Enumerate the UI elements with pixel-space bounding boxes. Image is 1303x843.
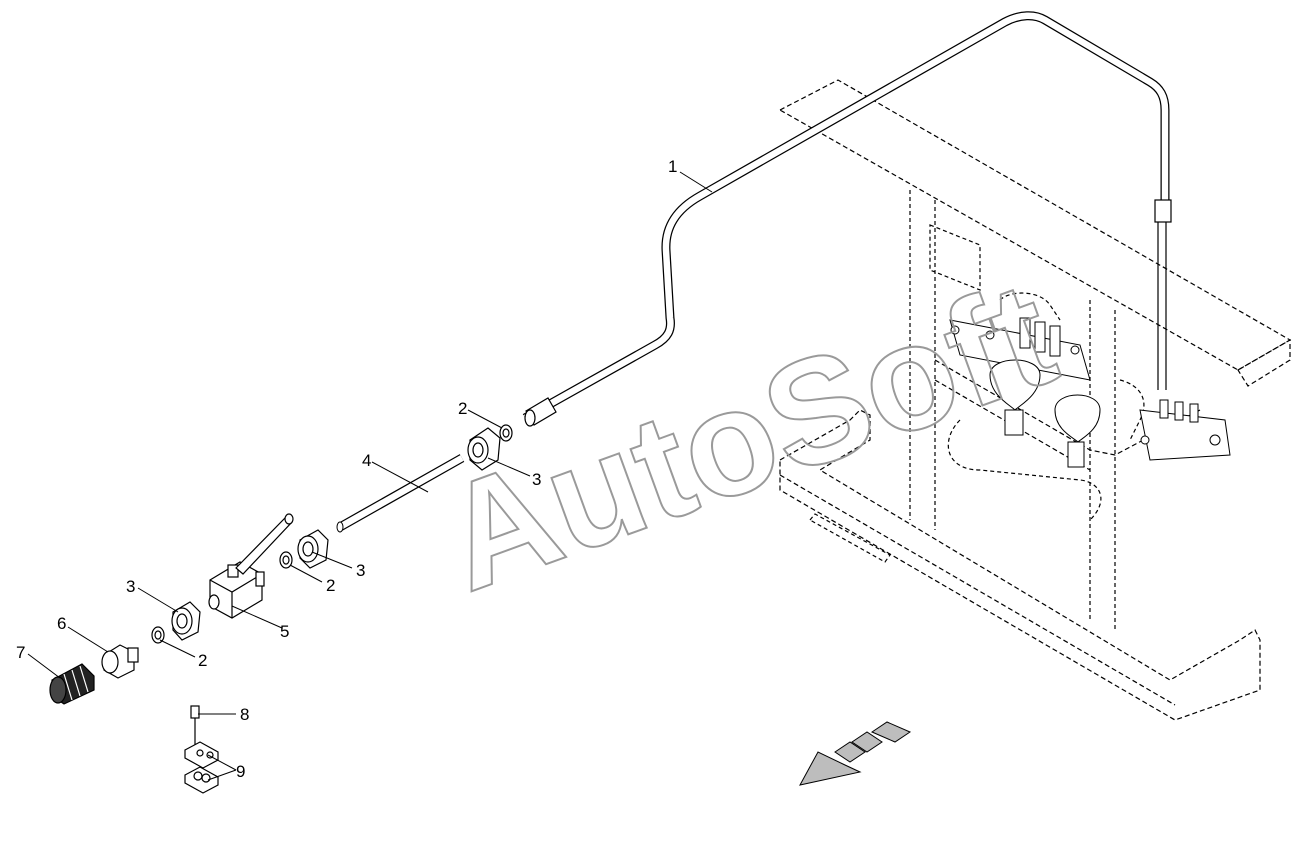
union-nut-part-3 bbox=[171, 601, 201, 641]
pipe-part-1 bbox=[522, 11, 1172, 422]
callout-label: 3 bbox=[126, 577, 135, 596]
seal-ring-part-2 bbox=[279, 551, 293, 569]
ball-valve-part-5 bbox=[208, 513, 294, 619]
hydraulic-valve-block bbox=[949, 317, 1231, 461]
clamp-part-9 bbox=[184, 741, 219, 794]
callout-label: 2 bbox=[458, 399, 467, 418]
accumulator bbox=[989, 359, 1101, 468]
union-nut-part-3 bbox=[297, 529, 329, 569]
callout-label: 2 bbox=[326, 576, 335, 595]
screw-part-8 bbox=[190, 705, 200, 748]
callout-label: 1 bbox=[668, 157, 677, 176]
callout-label: 7 bbox=[16, 643, 25, 662]
callout-leaders bbox=[27, 171, 713, 781]
callout-label: 2 bbox=[198, 651, 207, 670]
callout-label: 4 bbox=[362, 451, 371, 470]
callout-label: 3 bbox=[356, 561, 365, 580]
pipe-end-fitting bbox=[524, 397, 557, 427]
callout-label: 8 bbox=[240, 705, 249, 724]
quick-coupling-part-7 bbox=[49, 663, 95, 705]
callout-label: 9 bbox=[236, 762, 245, 781]
callout-label: 5 bbox=[280, 622, 289, 641]
watermark-text: AutoSoft bbox=[422, 248, 1074, 622]
callout-label: 6 bbox=[57, 614, 66, 633]
tube-part-4 bbox=[336, 454, 465, 533]
seal-ring-part-2 bbox=[151, 626, 165, 644]
adapter-part-6 bbox=[101, 644, 139, 679]
seal-ring-part-2 bbox=[499, 424, 513, 442]
callout-label: 3 bbox=[532, 470, 541, 489]
direction-arrow-icon bbox=[799, 721, 912, 786]
